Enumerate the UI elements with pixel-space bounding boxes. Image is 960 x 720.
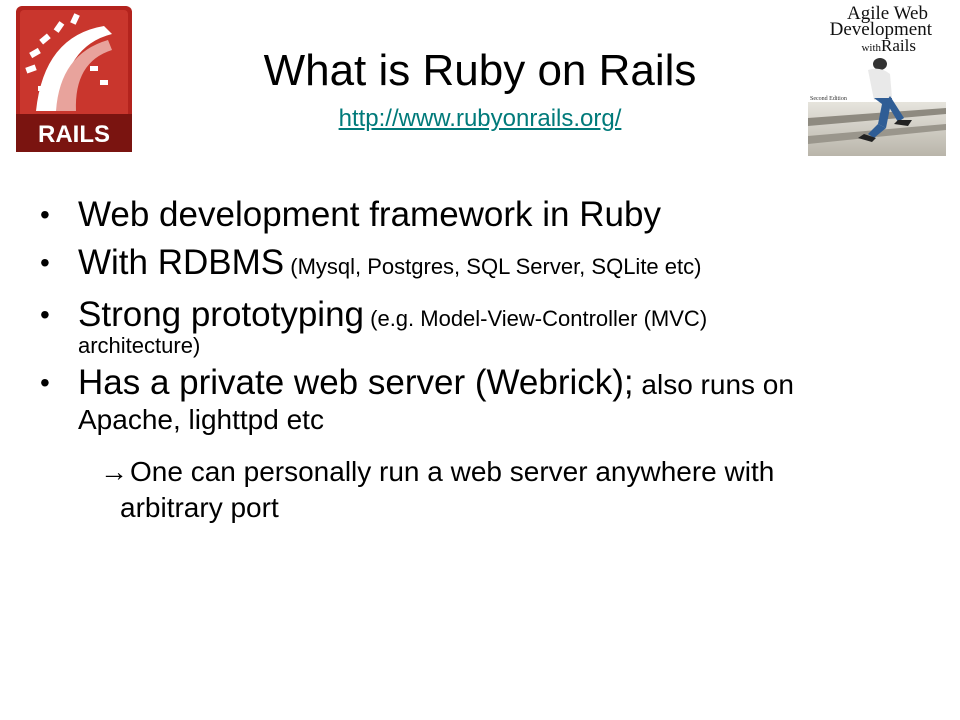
book-title-rails: Rails: [881, 36, 916, 55]
bullet-dot: •: [40, 247, 50, 278]
bullet-item: • Strong prototyping (e.g. Model-View-Co…: [40, 293, 920, 357]
slide-title: What is Ruby on Rails: [263, 46, 697, 95]
bullet-item: • Web development framework in Ruby: [40, 193, 920, 237]
bullet-list: • Web development framework in Ruby • Wi…: [40, 193, 920, 441]
book-art: [808, 58, 946, 156]
bullet-detail: also runs on: [633, 369, 794, 400]
sub-bullet-text: One can personally run a web server anyw…: [130, 456, 775, 487]
bullet-text: Has a private web server (Webrick);: [78, 363, 634, 402]
book-title-line2: Development: [829, 19, 932, 40]
rubyonrails-link[interactable]: http://www.rubyonrails.org/: [338, 105, 622, 132]
sub-bullet: →One can personally run a web server any…: [100, 454, 880, 526]
book-cover: Agile Web Development withRails Second E…: [786, 3, 946, 156]
book-title-line1: Agile Web: [847, 3, 928, 24]
logo-text: RAILS: [38, 121, 110, 148]
rails-logo: RAILS: [16, 6, 132, 152]
title-link-container: http://www.rubyonrails.org/: [140, 103, 820, 135]
bullet-dot: •: [40, 199, 50, 230]
book-title: Agile Web Development withRails: [786, 3, 946, 56]
bullet-detail: (Mysql, Postgres, SQL Server, SQLite etc…: [284, 254, 702, 279]
bullet-detail-continued: Apache, lighttpd etc: [78, 404, 324, 435]
bullet-item: • Has a private web server (Webrick); al…: [40, 361, 920, 437]
bullet-detail-continued: architecture): [78, 333, 201, 358]
book-edition: Second Edition: [810, 96, 847, 102]
sub-bullet-text-continued: arbitrary port: [120, 492, 279, 523]
bullet-item: • With RDBMS (Mysql, Postgres, SQL Serve…: [40, 241, 920, 289]
bullet-dot: •: [40, 299, 50, 330]
bullet-detail: (e.g. Model-View-Controller (MVC): [364, 306, 708, 331]
arrow-icon: →: [100, 456, 128, 487]
bullet-text: Strong prototyping: [78, 295, 365, 334]
bullet-text: Web development framework in Ruby: [78, 195, 661, 234]
book-title-with: with: [861, 42, 882, 54]
book-title-line3: withRails: [786, 36, 946, 56]
bullet-dot: •: [40, 367, 50, 398]
bullet-text: With RDBMS: [78, 243, 285, 282]
